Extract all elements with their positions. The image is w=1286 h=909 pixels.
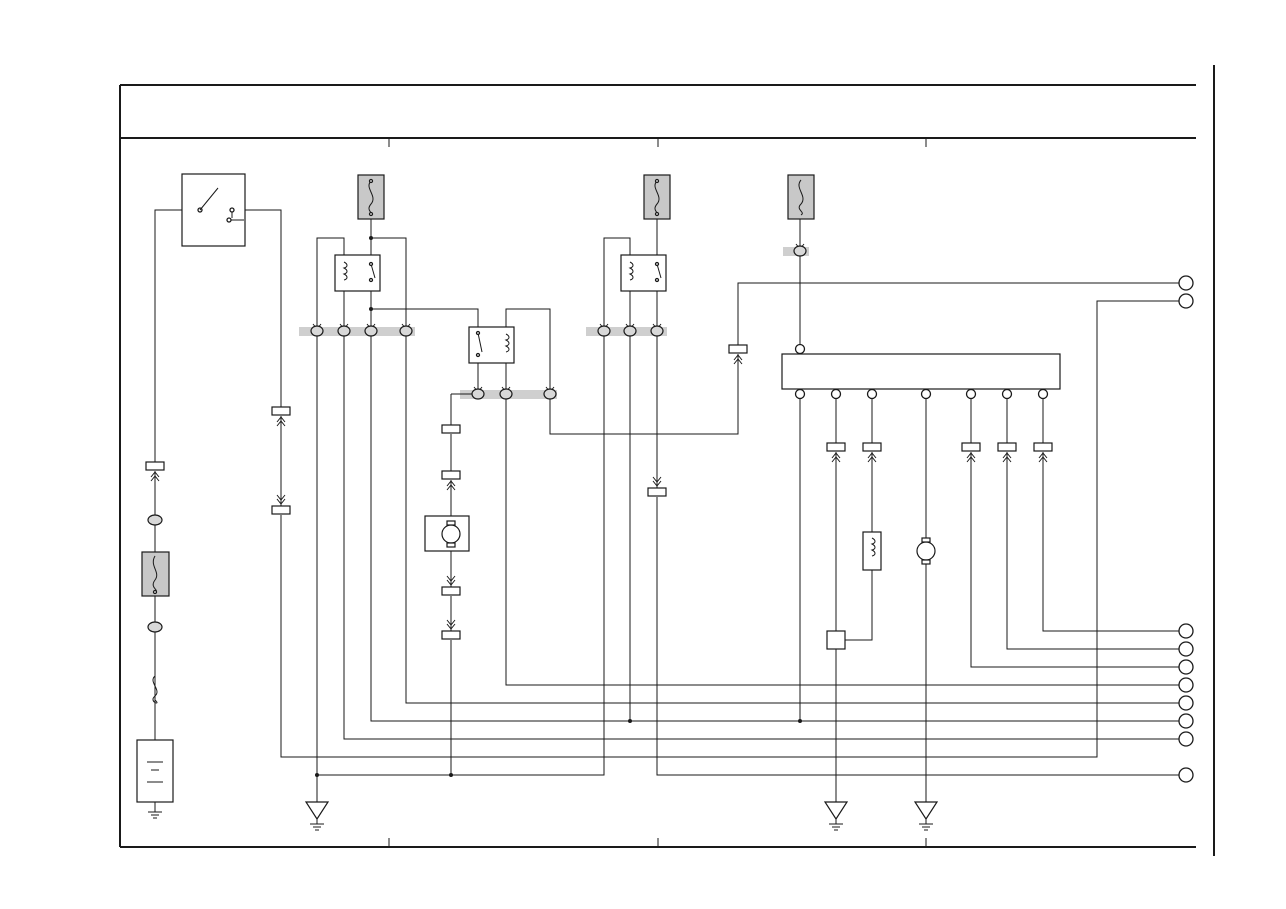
ground-icon [913, 801, 939, 831]
relay-icon [620, 254, 667, 292]
ground-icon [148, 811, 162, 819]
terminal-circle [1178, 293, 1194, 309]
switch-icon [826, 630, 846, 650]
terminal-circle [1178, 677, 1194, 693]
fuse-icon [357, 174, 385, 220]
battery [136, 739, 174, 803]
inline-connectors [145, 344, 1053, 640]
terminal-circle [1178, 641, 1194, 657]
terminal-circle [1178, 623, 1194, 639]
motor-icon [916, 537, 936, 565]
coil-icon [862, 531, 882, 571]
terminal-circle [1178, 659, 1194, 675]
ignition-switch [181, 173, 246, 247]
terminal-circle [1178, 695, 1194, 711]
diagram-frame [119, 65, 1215, 856]
fusible-link-icon [152, 675, 158, 704]
wires [154, 209, 1180, 812]
terminal-circle [1178, 713, 1194, 729]
junction-dots [315, 236, 838, 777]
terminal-circle [1178, 275, 1194, 291]
fuse-icon [643, 174, 671, 220]
ground-icon [304, 801, 330, 831]
fusible-link-icon [787, 174, 815, 220]
relay-icon [334, 254, 381, 292]
terminal-circle [1178, 731, 1194, 747]
control-unit [781, 343, 1061, 400]
terminal-circle [1178, 767, 1194, 783]
motor-icon [424, 515, 470, 552]
fuse-icon [141, 551, 170, 597]
connector-pins [147, 243, 807, 633]
ground-icon [823, 801, 849, 831]
relay-icon [468, 326, 515, 364]
connector-bar [299, 327, 415, 336]
terminal-circles [1178, 275, 1194, 783]
